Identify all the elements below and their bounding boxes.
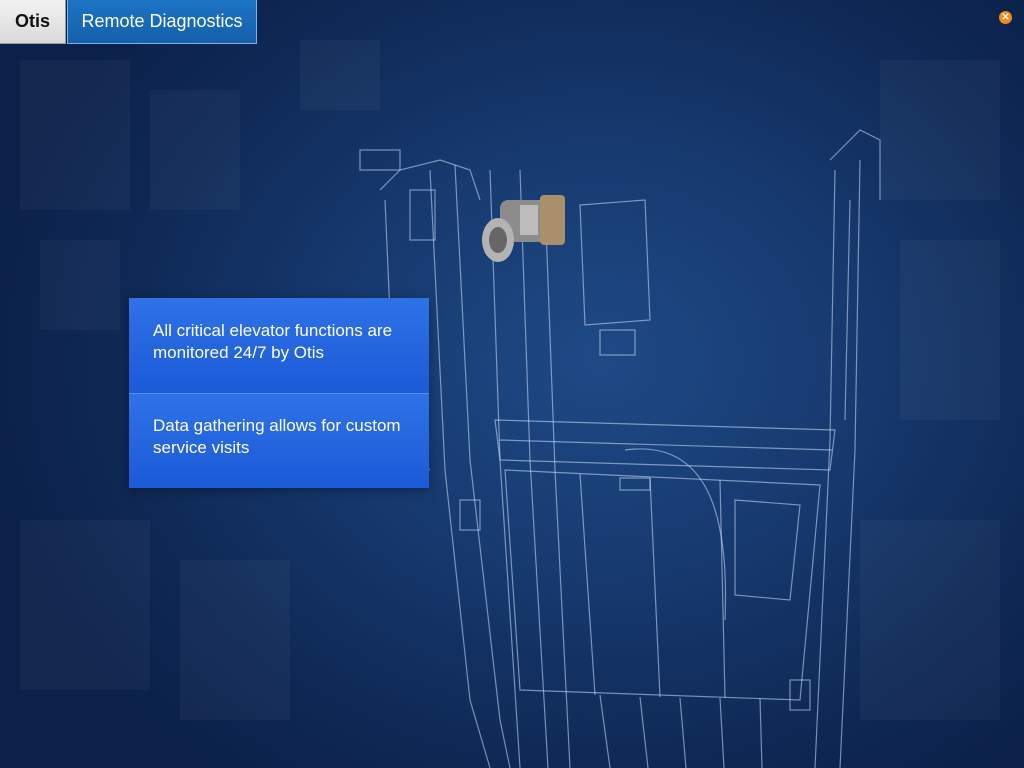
close-icon-glyph: ✕	[1001, 12, 1010, 23]
tab-remote-diagnostics[interactable]: Remote Diagnostics	[67, 0, 257, 44]
motor-component	[482, 195, 565, 262]
tab-otis[interactable]: Otis	[0, 0, 66, 44]
callout-monitoring-text: All critical elevator functions are moni…	[153, 321, 393, 362]
info-callout-panel: All critical elevator functions are moni…	[129, 298, 429, 488]
tab-remote-diagnostics-label: Remote Diagnostics	[81, 11, 243, 31]
callout-monitoring: All critical elevator functions are moni…	[129, 298, 429, 393]
callout-data-gathering-text: Data gathering allows for custom service…	[153, 416, 401, 457]
close-icon[interactable]: ✕	[999, 11, 1012, 24]
tab-otis-label: Otis	[14, 11, 50, 31]
callout-data-gathering: Data gathering allows for custom service…	[129, 393, 429, 488]
